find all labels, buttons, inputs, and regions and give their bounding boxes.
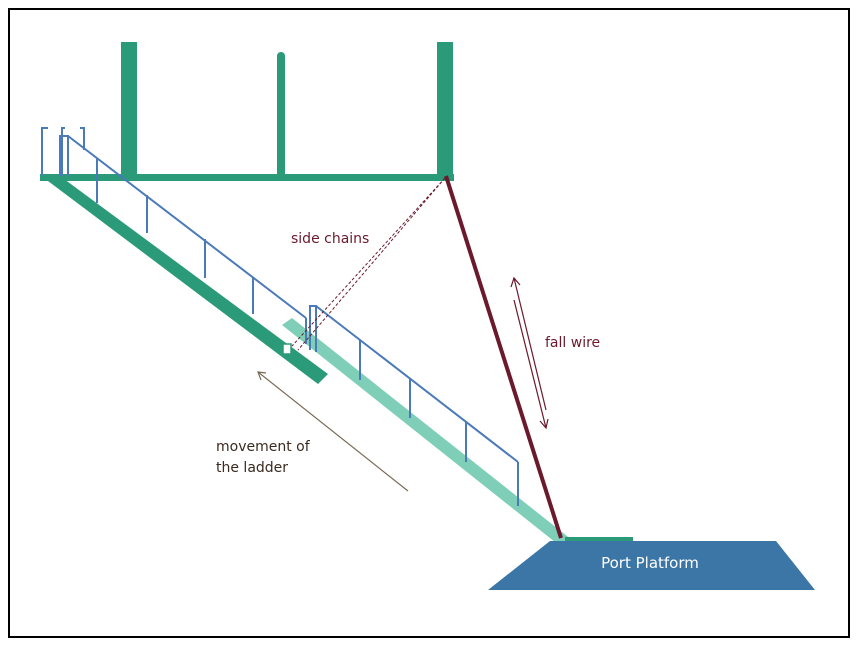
upper-railing	[41, 127, 307, 344]
top-brackets	[41, 127, 85, 176]
lower-ladder-foot	[565, 537, 633, 543]
movement-label-line2: the ladder	[216, 460, 289, 476]
arrow-down-head	[539, 418, 549, 430]
port-platform	[488, 541, 815, 590]
side-chains	[291, 177, 446, 351]
arrow-down	[513, 299, 547, 429]
middle-post	[277, 52, 285, 178]
arrow-up-head	[510, 276, 521, 288]
ship-structure	[40, 42, 454, 181]
deck-beam	[40, 174, 454, 181]
fall-wire-motion-arrows	[510, 276, 549, 430]
lower-handrail	[315, 305, 519, 463]
upper-handrail	[67, 135, 307, 319]
arrow-up	[513, 277, 547, 411]
lower-railing	[309, 305, 519, 506]
upper-ladder-section	[44, 176, 328, 384]
side-chains-label: side chains	[291, 231, 370, 247]
right-post	[437, 42, 453, 180]
movement-label-line1: movement of	[216, 439, 310, 455]
top-handle	[59, 135, 69, 176]
movement-arrow	[257, 371, 409, 492]
lower-handle	[309, 305, 317, 352]
ladder-joint	[282, 343, 292, 355]
diagram-frame	[8, 8, 850, 638]
left-post	[121, 42, 137, 180]
port-platform-label: Port Platform	[601, 554, 699, 572]
fall-wire	[444, 175, 563, 539]
fall-wire-label: fall wire	[545, 335, 601, 351]
lower-ladder-section	[282, 318, 572, 546]
